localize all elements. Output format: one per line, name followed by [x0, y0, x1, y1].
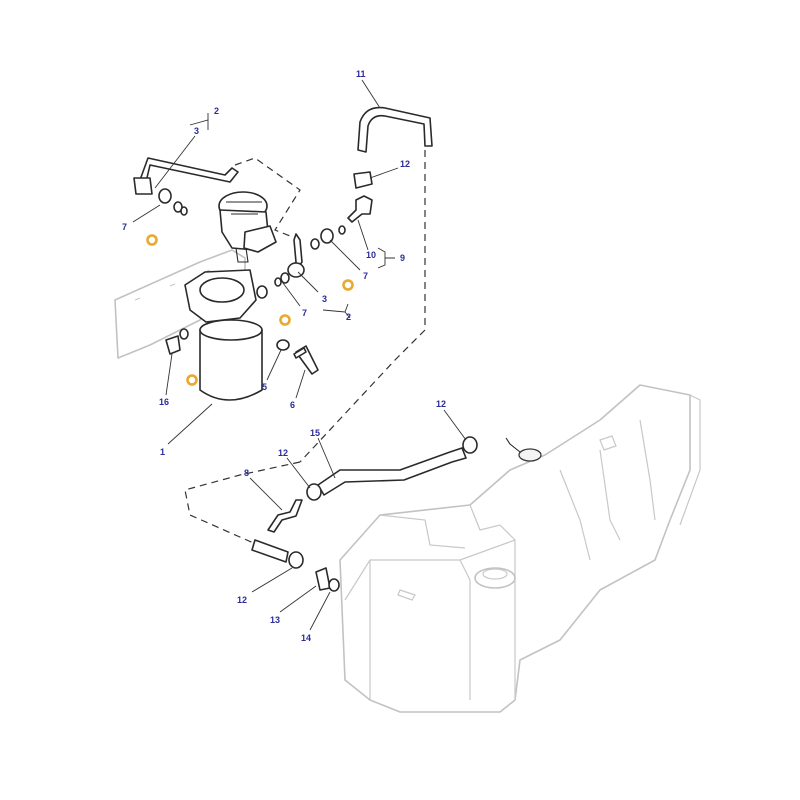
callout-label: 12: [400, 159, 410, 169]
callout-label: 9: [400, 253, 405, 263]
pipe-3-upper: [133, 157, 239, 195]
leader-8: [249, 477, 283, 511]
callout-label: 1: [160, 447, 165, 457]
return-line-upper: [234, 157, 301, 241]
washer-middle-1: [280, 272, 290, 284]
callout-label: 3: [322, 294, 327, 304]
callout-labels: 2 3 7 11 12 10 9 7 3 7 2 5 6 16 1 12 15 …: [122, 69, 446, 643]
filler-neck: [482, 568, 508, 580]
callout-label: 7: [122, 222, 127, 232]
leader-15: [317, 437, 336, 479]
tank-upper-step: [379, 504, 516, 549]
hose-11: [357, 106, 433, 153]
elbow-connector-10: [347, 195, 373, 223]
callout-label: 2: [346, 312, 351, 322]
highlight-dot: [279, 314, 291, 326]
callout-label: 6: [290, 400, 295, 410]
callout-label: 13: [270, 615, 280, 625]
leader-7-top: [132, 204, 161, 223]
feed-line-lower: [184, 461, 301, 546]
tank-rear-ribs: [559, 419, 656, 561]
drain-bolt-13: [315, 567, 331, 591]
pipe-3-banjo: [133, 177, 153, 195]
hose-15: [317, 447, 467, 496]
sender-wire: [505, 437, 521, 453]
callout-label: 5: [262, 382, 267, 392]
bracket-2-middle: [322, 303, 351, 319]
callout-label: 7: [363, 271, 368, 281]
callout-label: 3: [194, 126, 199, 136]
leader-6: [295, 369, 306, 399]
tank-right-edge: [679, 394, 701, 526]
highlight-markers: [146, 234, 354, 386]
leader-lines: [132, 79, 467, 631]
lift-pump: [218, 191, 277, 263]
clamp-12-mid-right: [462, 436, 478, 454]
highlight-dot: [146, 234, 158, 246]
tank-sender-unit: [518, 448, 542, 462]
leader-3-middle: [297, 271, 319, 293]
banjo-fitting-middle: [287, 262, 305, 278]
banjo-bolt-right: [320, 228, 334, 244]
washer-upper-2: [180, 206, 188, 216]
washer-right-2: [338, 225, 346, 235]
clamp-12-lower: [288, 551, 304, 569]
leader-5: [266, 349, 282, 381]
bolt-6-head: [293, 347, 307, 359]
pump-lever: [235, 247, 249, 263]
callout-label: 10: [366, 250, 376, 260]
tank-mount-lug: [599, 435, 617, 451]
leader-7-right: [329, 239, 361, 271]
filter-bowl-top: [199, 319, 263, 341]
callout-label: 14: [301, 633, 311, 643]
drain-plug-16: [165, 335, 181, 355]
banjo-bolt-middle: [256, 285, 268, 299]
callout-label: 12: [436, 399, 446, 409]
leader-12-lower: [251, 567, 293, 593]
pump-mount-flange: [243, 225, 277, 253]
leader-16: [165, 353, 173, 396]
washer-right-1: [310, 238, 320, 250]
pump-detail: [226, 201, 262, 215]
callout-label: 8: [244, 468, 249, 478]
callout-label: 2: [214, 106, 219, 116]
highlight-dot: [342, 279, 354, 291]
leader-12-upper: [369, 167, 399, 179]
callout-label: 11: [356, 69, 366, 79]
clamp-12-upper: [353, 171, 373, 189]
highlight-dot: [186, 374, 198, 386]
pipe-3-tube: [139, 157, 239, 183]
leader-14: [309, 591, 331, 631]
drain-washer: [179, 328, 189, 340]
leader-3-top: [154, 135, 196, 189]
leader-11: [361, 79, 381, 109]
return-line-right: [299, 150, 426, 463]
bracket-9: [377, 247, 395, 269]
leader-13: [279, 585, 317, 613]
callout-label: 7: [302, 308, 307, 318]
callout-label: 15: [310, 428, 320, 438]
tank-handle-slot: [397, 589, 416, 601]
banjo-bolt-upper: [158, 188, 172, 204]
leader-12-mid: [286, 457, 311, 489]
clamp-12-mid-left: [306, 483, 322, 501]
callout-label: 12: [278, 448, 288, 458]
fuel-tank: [339, 384, 701, 713]
leader-12-right: [443, 409, 467, 441]
filler-cap: [474, 567, 516, 589]
bracket-2-top: [189, 113, 209, 130]
callout-label: 16: [159, 397, 169, 407]
filter-head-top: [199, 277, 245, 303]
fuel-filter: [184, 269, 263, 401]
pipe-8: [267, 499, 303, 533]
lower-hose-stub: [251, 539, 289, 563]
leader-10: [357, 219, 369, 251]
leader-1: [167, 403, 213, 445]
callout-label: 12: [237, 595, 247, 605]
leader-7-middle: [282, 282, 301, 307]
washer-14: [328, 578, 340, 592]
washer-middle-2: [274, 277, 282, 287]
washer-5: [276, 339, 290, 351]
